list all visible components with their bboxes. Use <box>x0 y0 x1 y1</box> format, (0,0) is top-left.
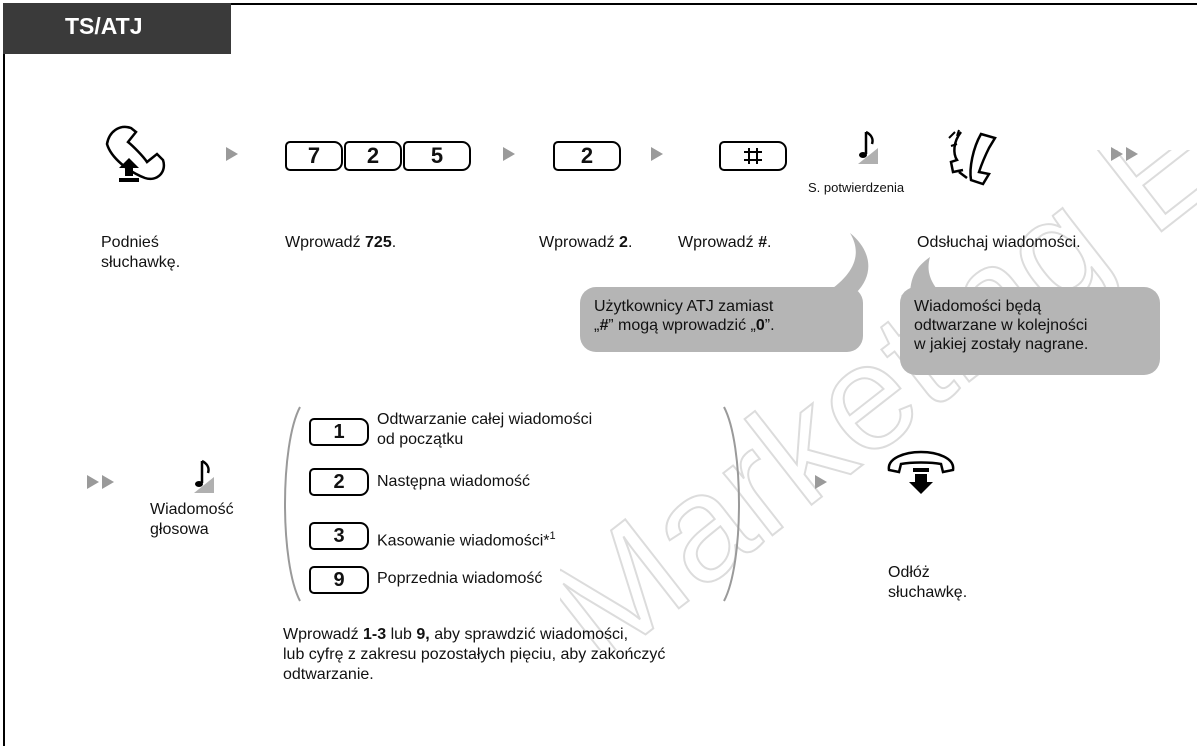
double-arrow-right-icon <box>87 475 99 489</box>
diagram-frame <box>3 3 1197 746</box>
double-arrow-right-icon-part <box>1126 147 1138 161</box>
step2-label: Wprowadź 725. <box>285 234 397 251</box>
key-7: 7 <box>285 141 343 171</box>
hash-icon <box>744 148 762 164</box>
hang-up-label: Odłóż słuchawkę. <box>888 564 968 601</box>
bubble-pointer <box>826 233 869 293</box>
step4-label: Wprowadź #. <box>678 234 772 251</box>
atj-note-line2: „#” mogą wprowadzić „0”. <box>594 317 775 334</box>
step3-label: Wprowadź 2. <box>539 234 633 251</box>
option-2-label: Następna wiadomość <box>377 473 530 490</box>
key-hash <box>719 141 787 171</box>
bubble-pointer <box>910 257 944 297</box>
option-key-9: 9 <box>309 566 369 594</box>
arrow-right-icon <box>503 147 515 161</box>
listening-icon <box>948 129 997 186</box>
on-hook-icon <box>887 450 955 494</box>
key-2: 2 <box>553 141 621 171</box>
off-hook-icon <box>105 125 166 182</box>
double-arrow-right-icon <box>1111 147 1123 161</box>
section-title: TS/ATJ <box>3 3 231 54</box>
confirmation-tone-icon <box>858 130 878 164</box>
option-key-1: 1 <box>309 418 369 446</box>
step1-label: Podnieś słuchawkę. <box>101 234 181 271</box>
option-3-label: Kasowanie wiadomości*1 <box>377 530 556 550</box>
tone-label: S. potwierdzenia <box>808 180 905 195</box>
left-paren <box>284 406 301 602</box>
right-paren <box>723 406 740 602</box>
double-arrow-right-icon-part <box>102 475 114 489</box>
atj-note-bubble: Użytkownicy ATJ zamiast „#” mogą wprowad… <box>580 287 863 352</box>
option-1-label: Odtwarzanie całej wiadomości od początku <box>377 411 593 448</box>
voice-message-tone-icon <box>194 459 214 493</box>
voice-message-label: Wiadomość głosowa <box>150 501 234 538</box>
arrow-right-icon <box>651 147 663 161</box>
order-note-bubble: Wiadomości będą odtwarzane w kolejności … <box>900 287 1160 375</box>
option-key-3: 3 <box>309 522 369 550</box>
atj-note-line1: Użytkownicy ATJ zamiast <box>594 298 774 315</box>
arrow-right-icon <box>226 147 238 161</box>
step5-label: Odsłuchaj wiadomości. <box>917 234 1081 251</box>
arrow-right-icon <box>815 475 827 489</box>
option-key-2: 2 <box>309 468 369 496</box>
key-5: 5 <box>403 141 471 171</box>
options-instruction: Wprowadź 1-3 lub 9, aby sprawdzić wiadom… <box>283 626 666 683</box>
key-2: 2 <box>344 141 402 171</box>
option-9-label: Poprzednia wiadomość <box>377 570 543 587</box>
